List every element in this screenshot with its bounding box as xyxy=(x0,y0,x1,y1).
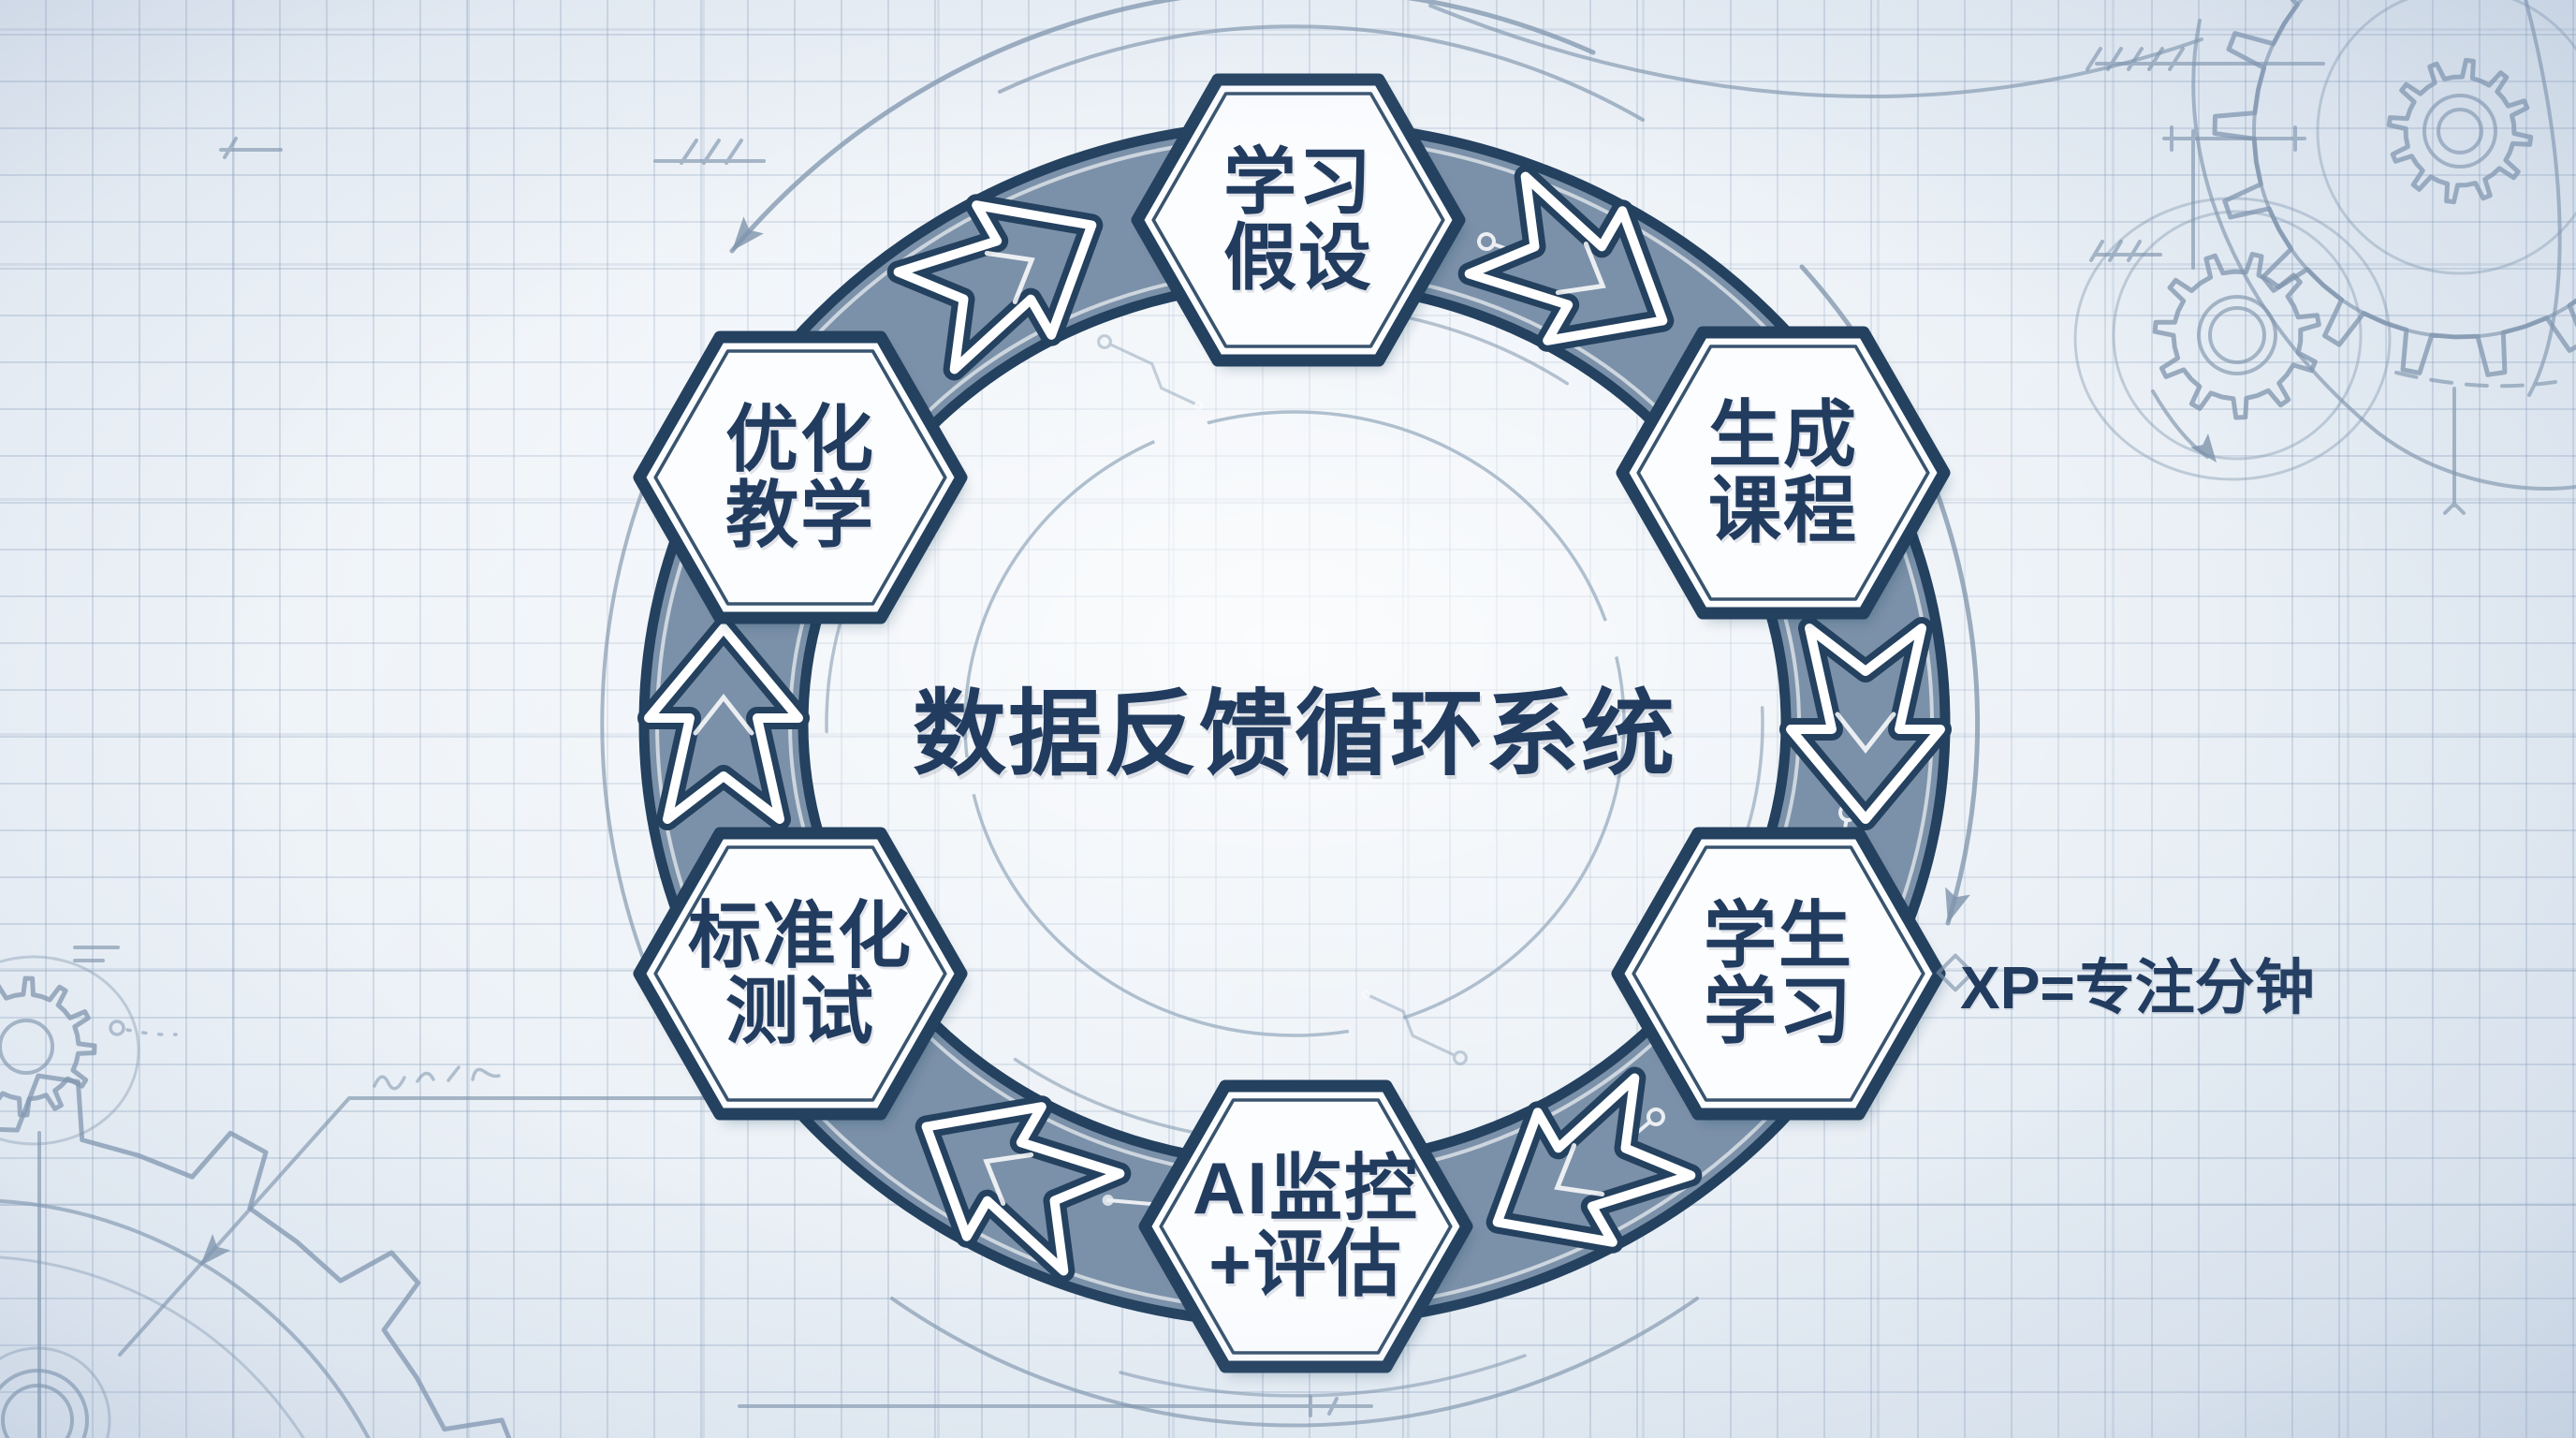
flow-arrow-top-right xyxy=(1460,160,1701,386)
gear-ring-icon xyxy=(2316,0,2576,275)
arrowhead-icon xyxy=(2190,433,2217,462)
flow-arrow-bottom-left xyxy=(889,1062,1130,1287)
gear-hub-icon xyxy=(2197,295,2277,375)
center-title: 数据反馈循环系统 xyxy=(913,682,1676,787)
sketch-gears-top-right xyxy=(1428,0,2576,515)
dotted-leader xyxy=(125,1028,178,1036)
node-label-line: 教学 xyxy=(724,474,875,556)
node-label-line: 课程 xyxy=(1707,469,1858,551)
node-hex-optimize-teaching xyxy=(633,330,968,627)
hatch-marks xyxy=(653,139,766,165)
node-label-line: 生成 xyxy=(1707,392,1858,476)
xp-definition-label: XP=专注分钟 xyxy=(1960,954,2315,1021)
node-label-generate-courses: 生成 课程 xyxy=(1622,332,1944,613)
node-label-line: 标准化 xyxy=(687,893,913,976)
node-label-line: 学生 xyxy=(1703,893,1853,976)
outer-arc xyxy=(1119,1354,1527,1398)
dimension-lines xyxy=(2086,47,2466,515)
node-label-ai-monitor-evaluate: AI监控 +评估 xyxy=(1145,1086,1467,1367)
node-label-standardized-testing: 标准化 测试 xyxy=(639,833,961,1114)
sketch-sweep-arc xyxy=(2191,19,2576,491)
hexagon-nodes xyxy=(633,73,1975,1376)
node-label-line: 测试 xyxy=(724,970,875,1052)
handwritten-scribble xyxy=(373,1065,501,1091)
gear-hub-icon xyxy=(0,1369,89,1438)
gear-ring-icon xyxy=(2252,0,2576,339)
node-hex-standardized-testing xyxy=(633,827,968,1123)
gear-ring-icon xyxy=(2073,197,2392,481)
node-label-line: 假设 xyxy=(1222,216,1373,299)
node-label-line: 学习 xyxy=(1222,139,1373,223)
node-label-optimize-teaching: 优化 教学 xyxy=(639,337,961,618)
gear-icon xyxy=(0,976,97,1118)
sketch-dot xyxy=(109,1020,125,1036)
outer-arc xyxy=(890,1297,1699,1428)
node-hex-learning-hypothesis xyxy=(1131,73,1466,370)
node-label-line: AI监控 xyxy=(1192,1146,1419,1229)
gear-hub-icon xyxy=(0,1019,54,1075)
outer-arc xyxy=(600,462,654,962)
node-label-line: 学习 xyxy=(1703,970,1853,1052)
gear-icon xyxy=(2386,57,2534,205)
sketch-top-arc xyxy=(1428,4,2203,99)
gear-hub-icon xyxy=(2208,306,2266,364)
gear-ring-icon xyxy=(2112,210,2363,461)
node-label-line: +评估 xyxy=(1208,1223,1403,1305)
node-label-learning-hypothesis: 学习 假设 xyxy=(1137,80,1459,360)
flow-arrow-bottom-right xyxy=(1460,1062,1701,1287)
node-label-student-learning: 学生 学习 xyxy=(1617,833,1939,1114)
arrowhead-icon xyxy=(732,216,764,251)
node-label-line: 优化 xyxy=(724,397,875,480)
sketch-dashed-arc xyxy=(2394,371,2557,389)
arrowhead-icon xyxy=(1945,887,1970,923)
node-hex-generate-courses xyxy=(1616,326,1951,623)
hatch-marks xyxy=(219,137,283,159)
outer-arc xyxy=(729,0,1596,254)
gear-hub-icon xyxy=(2422,94,2497,169)
node-hex-ai-monitor-evaluate xyxy=(1138,1079,1473,1376)
gear-icon xyxy=(2152,252,2321,420)
gear-hub-icon xyxy=(2437,108,2483,154)
gear-ring-icon xyxy=(0,1199,371,1438)
node-hex-student-learning xyxy=(1611,827,1975,1123)
outer-sketch-arcs xyxy=(600,0,1981,1428)
sketch-edge-arc xyxy=(2524,0,2562,397)
outer-arc xyxy=(998,24,1645,122)
arrowhead-icon xyxy=(200,1234,231,1266)
vertex-diamond-icon xyxy=(1936,953,1975,992)
flow-arrow-left xyxy=(649,628,798,819)
gear-ring-icon xyxy=(0,955,140,1146)
flow-arrow-top-left xyxy=(889,160,1130,386)
sketch-marks-top-left xyxy=(219,137,766,165)
flow-arrow-right xyxy=(1791,628,1940,819)
sketch-gears-bottom-left xyxy=(0,946,1373,1438)
dimension-lines xyxy=(37,946,1373,1438)
gear-icon xyxy=(0,1073,512,1438)
